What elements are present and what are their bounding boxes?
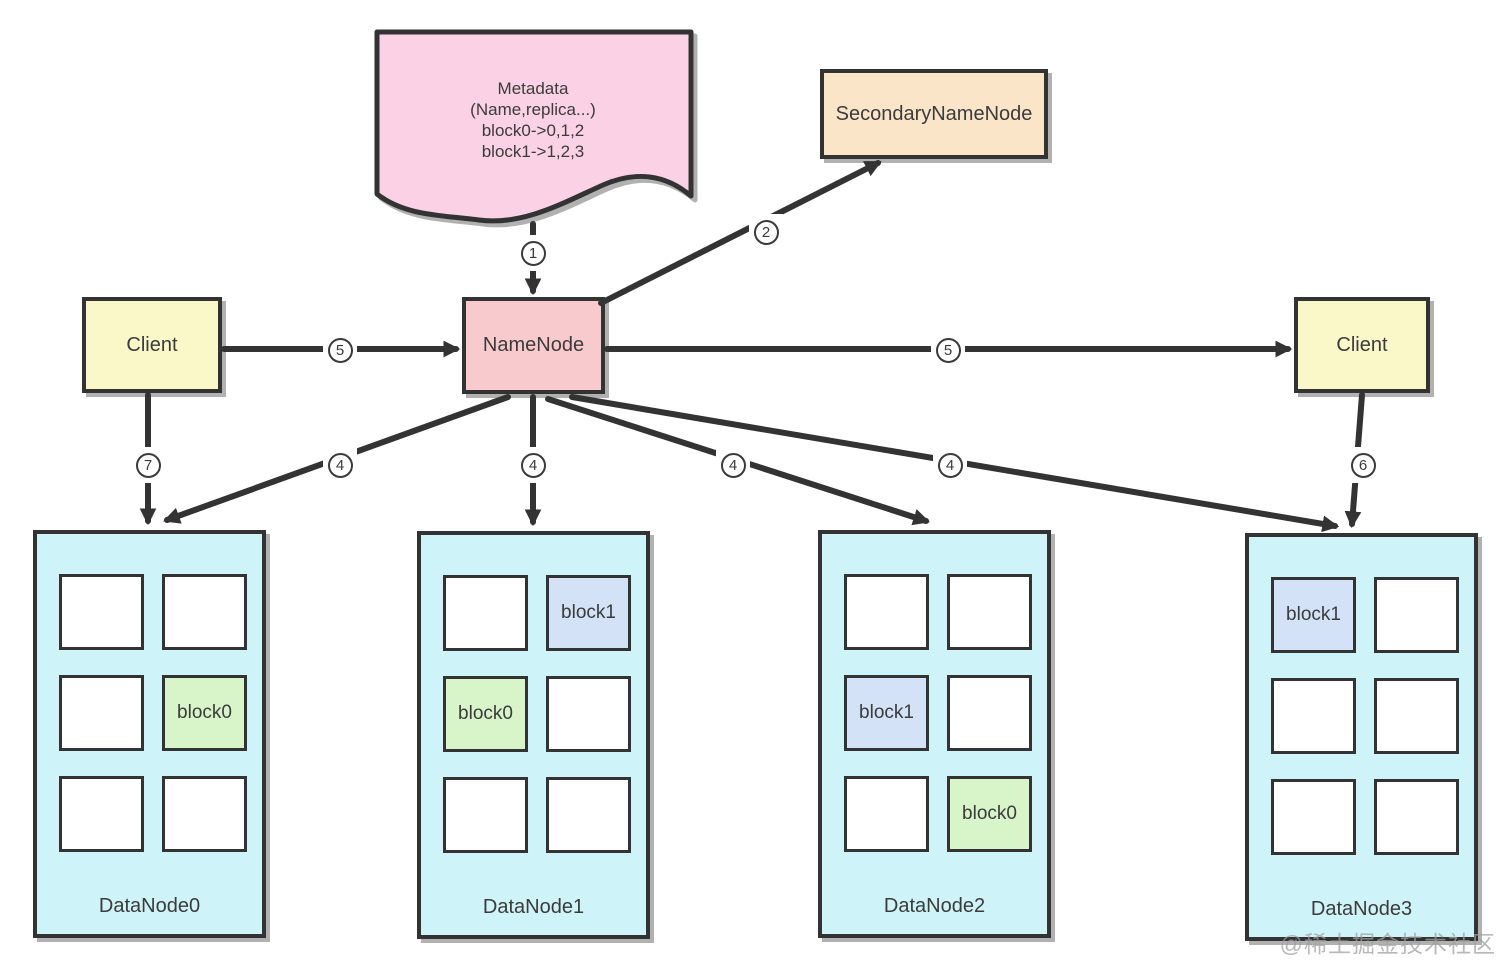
step-4b-circle: 4 — [520, 452, 546, 478]
dn2-cell-block1: block1 — [844, 675, 929, 751]
dn3-cell-block1: block1 — [1271, 577, 1356, 653]
step-label-4b: 4 — [516, 447, 550, 483]
datanode1-grid: block1 block0 — [443, 575, 631, 853]
datanode2-box: block1 block0 DataNode2 — [818, 530, 1051, 938]
dn0-cell-block0: block0 — [162, 675, 247, 751]
dn3-cell-r3c2 — [1374, 779, 1459, 855]
datanode3-grid: block1 — [1271, 577, 1459, 855]
step-label-7: 7 — [131, 447, 165, 483]
step-label-4a: 4 — [323, 447, 357, 483]
metadata-note: Metadata (Name,replica...) block0->0,1,2… — [383, 78, 683, 162]
datanode0-label: DataNode0 — [98, 895, 201, 917]
dn0-cell-r2c1 — [59, 675, 144, 751]
step-4d-circle: 4 — [937, 452, 963, 478]
metadata-line1: Metadata — [497, 79, 569, 98]
client-left-label: Client — [126, 333, 178, 356]
dn2-cell-block0: block0 — [947, 776, 1032, 852]
step-label-5-left: 5 — [323, 332, 357, 368]
dn2-cell-r1c2 — [947, 574, 1032, 650]
dn1-cell-block0: block0 — [443, 676, 528, 752]
dn0-cell-r3c2 — [162, 776, 247, 852]
step-1-circle: 1 — [520, 240, 546, 266]
watermark: @稀土掘金技术社区 — [1279, 931, 1496, 957]
dn3-cell-r2c1 — [1271, 678, 1356, 754]
step-label-6: 6 — [1346, 447, 1380, 483]
step-label-2: 2 — [749, 214, 783, 250]
datanode3-label: DataNode3 — [1310, 898, 1413, 920]
step-label-4d: 4 — [933, 447, 967, 483]
dn1-cell-r3c2 — [546, 777, 631, 853]
datanode1-box: block1 block0 DataNode1 — [417, 531, 650, 939]
namenode-label: NameNode — [482, 334, 585, 356]
step-label-4c: 4 — [716, 447, 750, 483]
dn2-cell-r2c2 — [947, 675, 1032, 751]
dn1-cell-r3c1 — [443, 777, 528, 853]
secondary-namenode-box: SecondaryNameNode — [820, 69, 1048, 159]
step-5-right-circle: 5 — [935, 337, 961, 363]
client-left-box: Client — [82, 297, 222, 393]
step-7-circle: 7 — [135, 452, 161, 478]
datanode1-label: DataNode1 — [482, 896, 585, 918]
client-right-label: Client — [1336, 333, 1388, 356]
step-5-left-circle: 5 — [327, 337, 353, 363]
dn1-cell-r1c1 — [443, 575, 528, 651]
step-4c-circle: 4 — [720, 452, 746, 478]
datanode0-box: block0 DataNode0 — [33, 530, 266, 938]
step-4a-circle: 4 — [327, 452, 353, 478]
datanode2-label: DataNode2 — [883, 895, 986, 917]
dn2-cell-r3c1 — [844, 776, 929, 852]
secondary-namenode-label: SecondaryNameNode — [835, 102, 1033, 125]
metadata-line2: (Name,replica...) — [470, 100, 596, 119]
dn1-cell-r2c2 — [546, 676, 631, 752]
dn3-cell-r1c2 — [1374, 577, 1459, 653]
datanode2-grid: block1 block0 — [844, 574, 1032, 852]
namenode-box: NameNode — [462, 297, 605, 394]
client-right-box: Client — [1294, 297, 1430, 393]
dn2-cell-r1c1 — [844, 574, 929, 650]
datanode0-grid: block0 — [59, 574, 247, 852]
dn3-cell-r3c1 — [1271, 779, 1356, 855]
dn1-cell-block1: block1 — [546, 575, 631, 651]
dn0-cell-r1c1 — [59, 574, 144, 650]
step-label-1: 1 — [516, 235, 550, 271]
dn3-cell-r2c2 — [1374, 678, 1459, 754]
metadata-line3: block0->0,1,2 — [481, 121, 585, 140]
step-label-5-right: 5 — [931, 332, 965, 368]
dn0-cell-r1c2 — [162, 574, 247, 650]
datanode3-box: block1 DataNode3 — [1245, 533, 1478, 941]
dn0-cell-r3c1 — [59, 776, 144, 852]
step-2-circle: 2 — [753, 219, 779, 245]
metadata-line4: block1->1,2,3 — [481, 142, 585, 161]
step-6-circle: 6 — [1350, 452, 1376, 478]
